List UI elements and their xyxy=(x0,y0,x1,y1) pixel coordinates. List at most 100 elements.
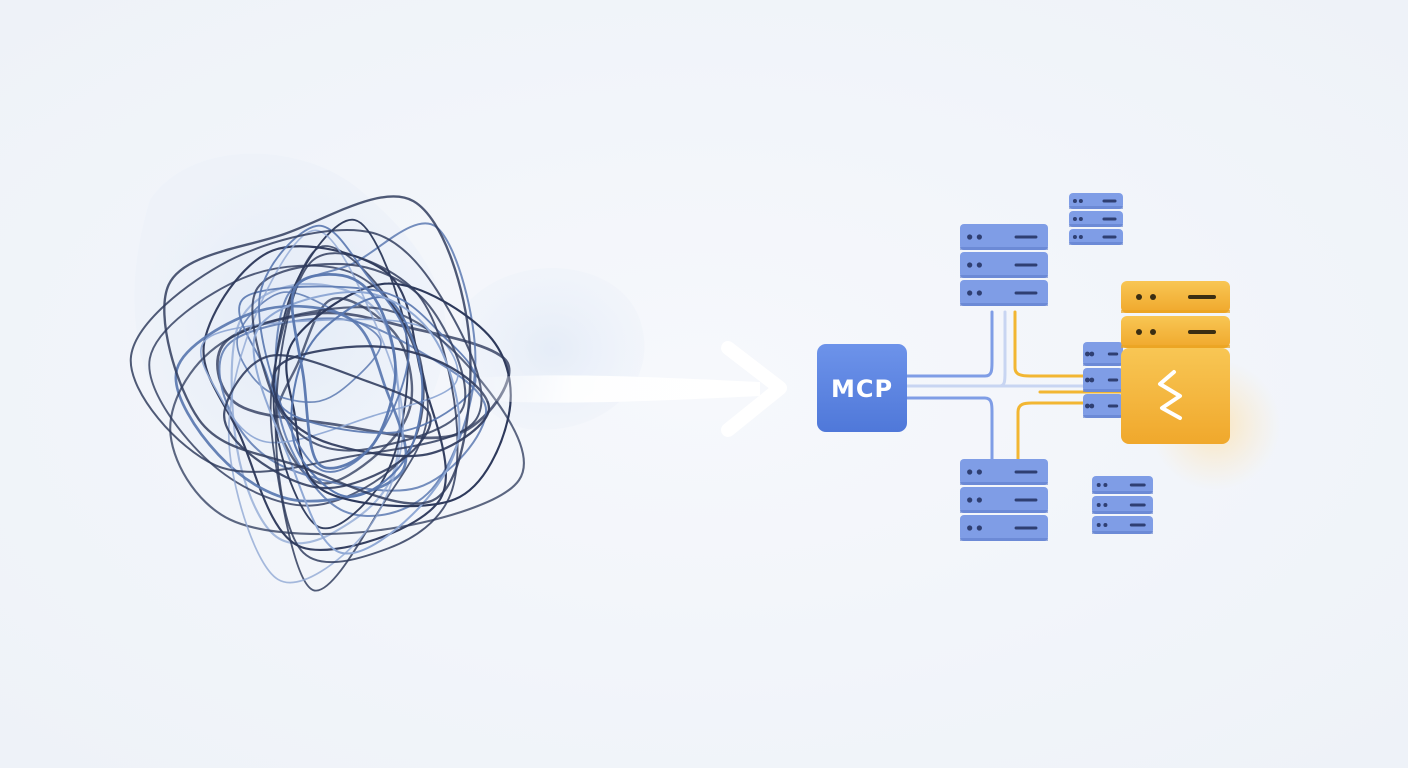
server-unit-edge xyxy=(960,538,1048,541)
server-slot xyxy=(1102,235,1117,239)
server-unit xyxy=(960,459,1048,485)
server-unit-edge xyxy=(1092,531,1153,534)
server-led xyxy=(1078,235,1083,239)
arrow-shaft xyxy=(470,375,760,403)
connector-line xyxy=(905,310,994,378)
server-led xyxy=(1072,217,1077,221)
gold-unit xyxy=(1121,316,1230,348)
server-unit-edge xyxy=(1092,491,1153,494)
server-led xyxy=(1085,403,1090,409)
tangled-lines xyxy=(129,195,525,592)
server-small-mid xyxy=(1083,342,1123,418)
server-unit-edge xyxy=(1083,389,1123,392)
server-unit-edge xyxy=(1069,206,1123,209)
server-unit-edge xyxy=(1083,415,1123,418)
tangle-line xyxy=(269,245,429,592)
server-led xyxy=(1089,377,1095,383)
gold-led xyxy=(1136,294,1142,300)
mcp-hub: MCP xyxy=(817,344,907,432)
server-unit-edge xyxy=(960,303,1048,306)
gold-slot xyxy=(1188,330,1216,334)
server-led xyxy=(1072,235,1077,239)
gold-led xyxy=(1150,329,1156,335)
server-unit xyxy=(1092,476,1153,494)
tangle-line xyxy=(285,282,512,508)
server-slot xyxy=(1107,352,1119,356)
server-led xyxy=(976,525,982,531)
server-led xyxy=(1085,351,1090,357)
server-unit xyxy=(1069,211,1123,227)
server-led xyxy=(1078,217,1083,221)
gold-unit-edge xyxy=(1121,345,1230,348)
connectors xyxy=(905,310,1124,462)
gold-led xyxy=(1136,329,1142,335)
server-led xyxy=(1096,503,1101,507)
arrow-right-icon xyxy=(470,341,787,437)
server-slot xyxy=(1107,378,1119,382)
tangle-line xyxy=(174,304,408,503)
server-led xyxy=(967,525,973,531)
server-led xyxy=(967,234,973,240)
connector-line xyxy=(1013,310,1124,378)
server-small-bottom xyxy=(1092,476,1153,534)
server-unit-edge xyxy=(960,275,1048,278)
server-slot xyxy=(1014,263,1038,267)
server-unit xyxy=(1092,516,1153,534)
tangle-line xyxy=(129,229,483,473)
arrow-head xyxy=(721,341,787,437)
server-led xyxy=(1103,483,1108,487)
server-slot xyxy=(1107,404,1119,408)
server-unit-edge xyxy=(960,247,1048,250)
tangle-line xyxy=(258,224,410,473)
server-led xyxy=(1078,199,1083,203)
server-led xyxy=(976,234,982,240)
mcp-hub-label: MCP xyxy=(831,375,893,403)
tangle-line xyxy=(274,222,477,517)
server-slot xyxy=(1129,523,1146,527)
server-unit xyxy=(1083,342,1123,366)
server-slot xyxy=(1014,498,1038,502)
server-led xyxy=(976,262,982,268)
gold-led xyxy=(1150,294,1156,300)
server-led xyxy=(1096,483,1101,487)
tangle-line xyxy=(252,290,461,555)
zigzag-lightning-icon xyxy=(1158,370,1182,420)
server-led xyxy=(967,497,973,503)
server-led xyxy=(967,290,973,296)
server-led xyxy=(1096,523,1101,527)
tangle-line xyxy=(290,273,397,470)
tangle-line xyxy=(251,262,467,452)
server-led xyxy=(976,290,982,296)
server-slot xyxy=(1014,235,1038,239)
server-unit-edge xyxy=(1092,511,1153,514)
tangle-line xyxy=(223,354,432,490)
tangle-line xyxy=(163,195,472,505)
server-unit xyxy=(960,224,1048,250)
server-slot xyxy=(1014,526,1038,530)
tangle-line xyxy=(230,282,401,545)
gold-unit-edge xyxy=(1121,310,1230,313)
connector-line xyxy=(1016,401,1124,462)
server-unit xyxy=(1069,229,1123,245)
gold-main-panel xyxy=(1121,348,1230,444)
server-unit-edge xyxy=(1069,224,1123,227)
tangle-line xyxy=(236,291,382,403)
server-led xyxy=(1072,199,1077,203)
server-bottom xyxy=(960,459,1048,541)
server-unit xyxy=(960,515,1048,541)
server-led xyxy=(967,262,973,268)
server-slot xyxy=(1014,291,1038,295)
server-slot xyxy=(1014,470,1038,474)
server-unit xyxy=(1092,496,1153,514)
server-unit xyxy=(1083,394,1123,418)
server-slot xyxy=(1129,503,1146,507)
tangle-line xyxy=(274,252,459,564)
server-slot xyxy=(1129,483,1146,487)
server-led xyxy=(967,469,973,475)
server-unit xyxy=(960,280,1048,306)
server-small-top xyxy=(1069,193,1123,245)
connector-line xyxy=(905,396,994,462)
featured-server xyxy=(1121,281,1230,444)
